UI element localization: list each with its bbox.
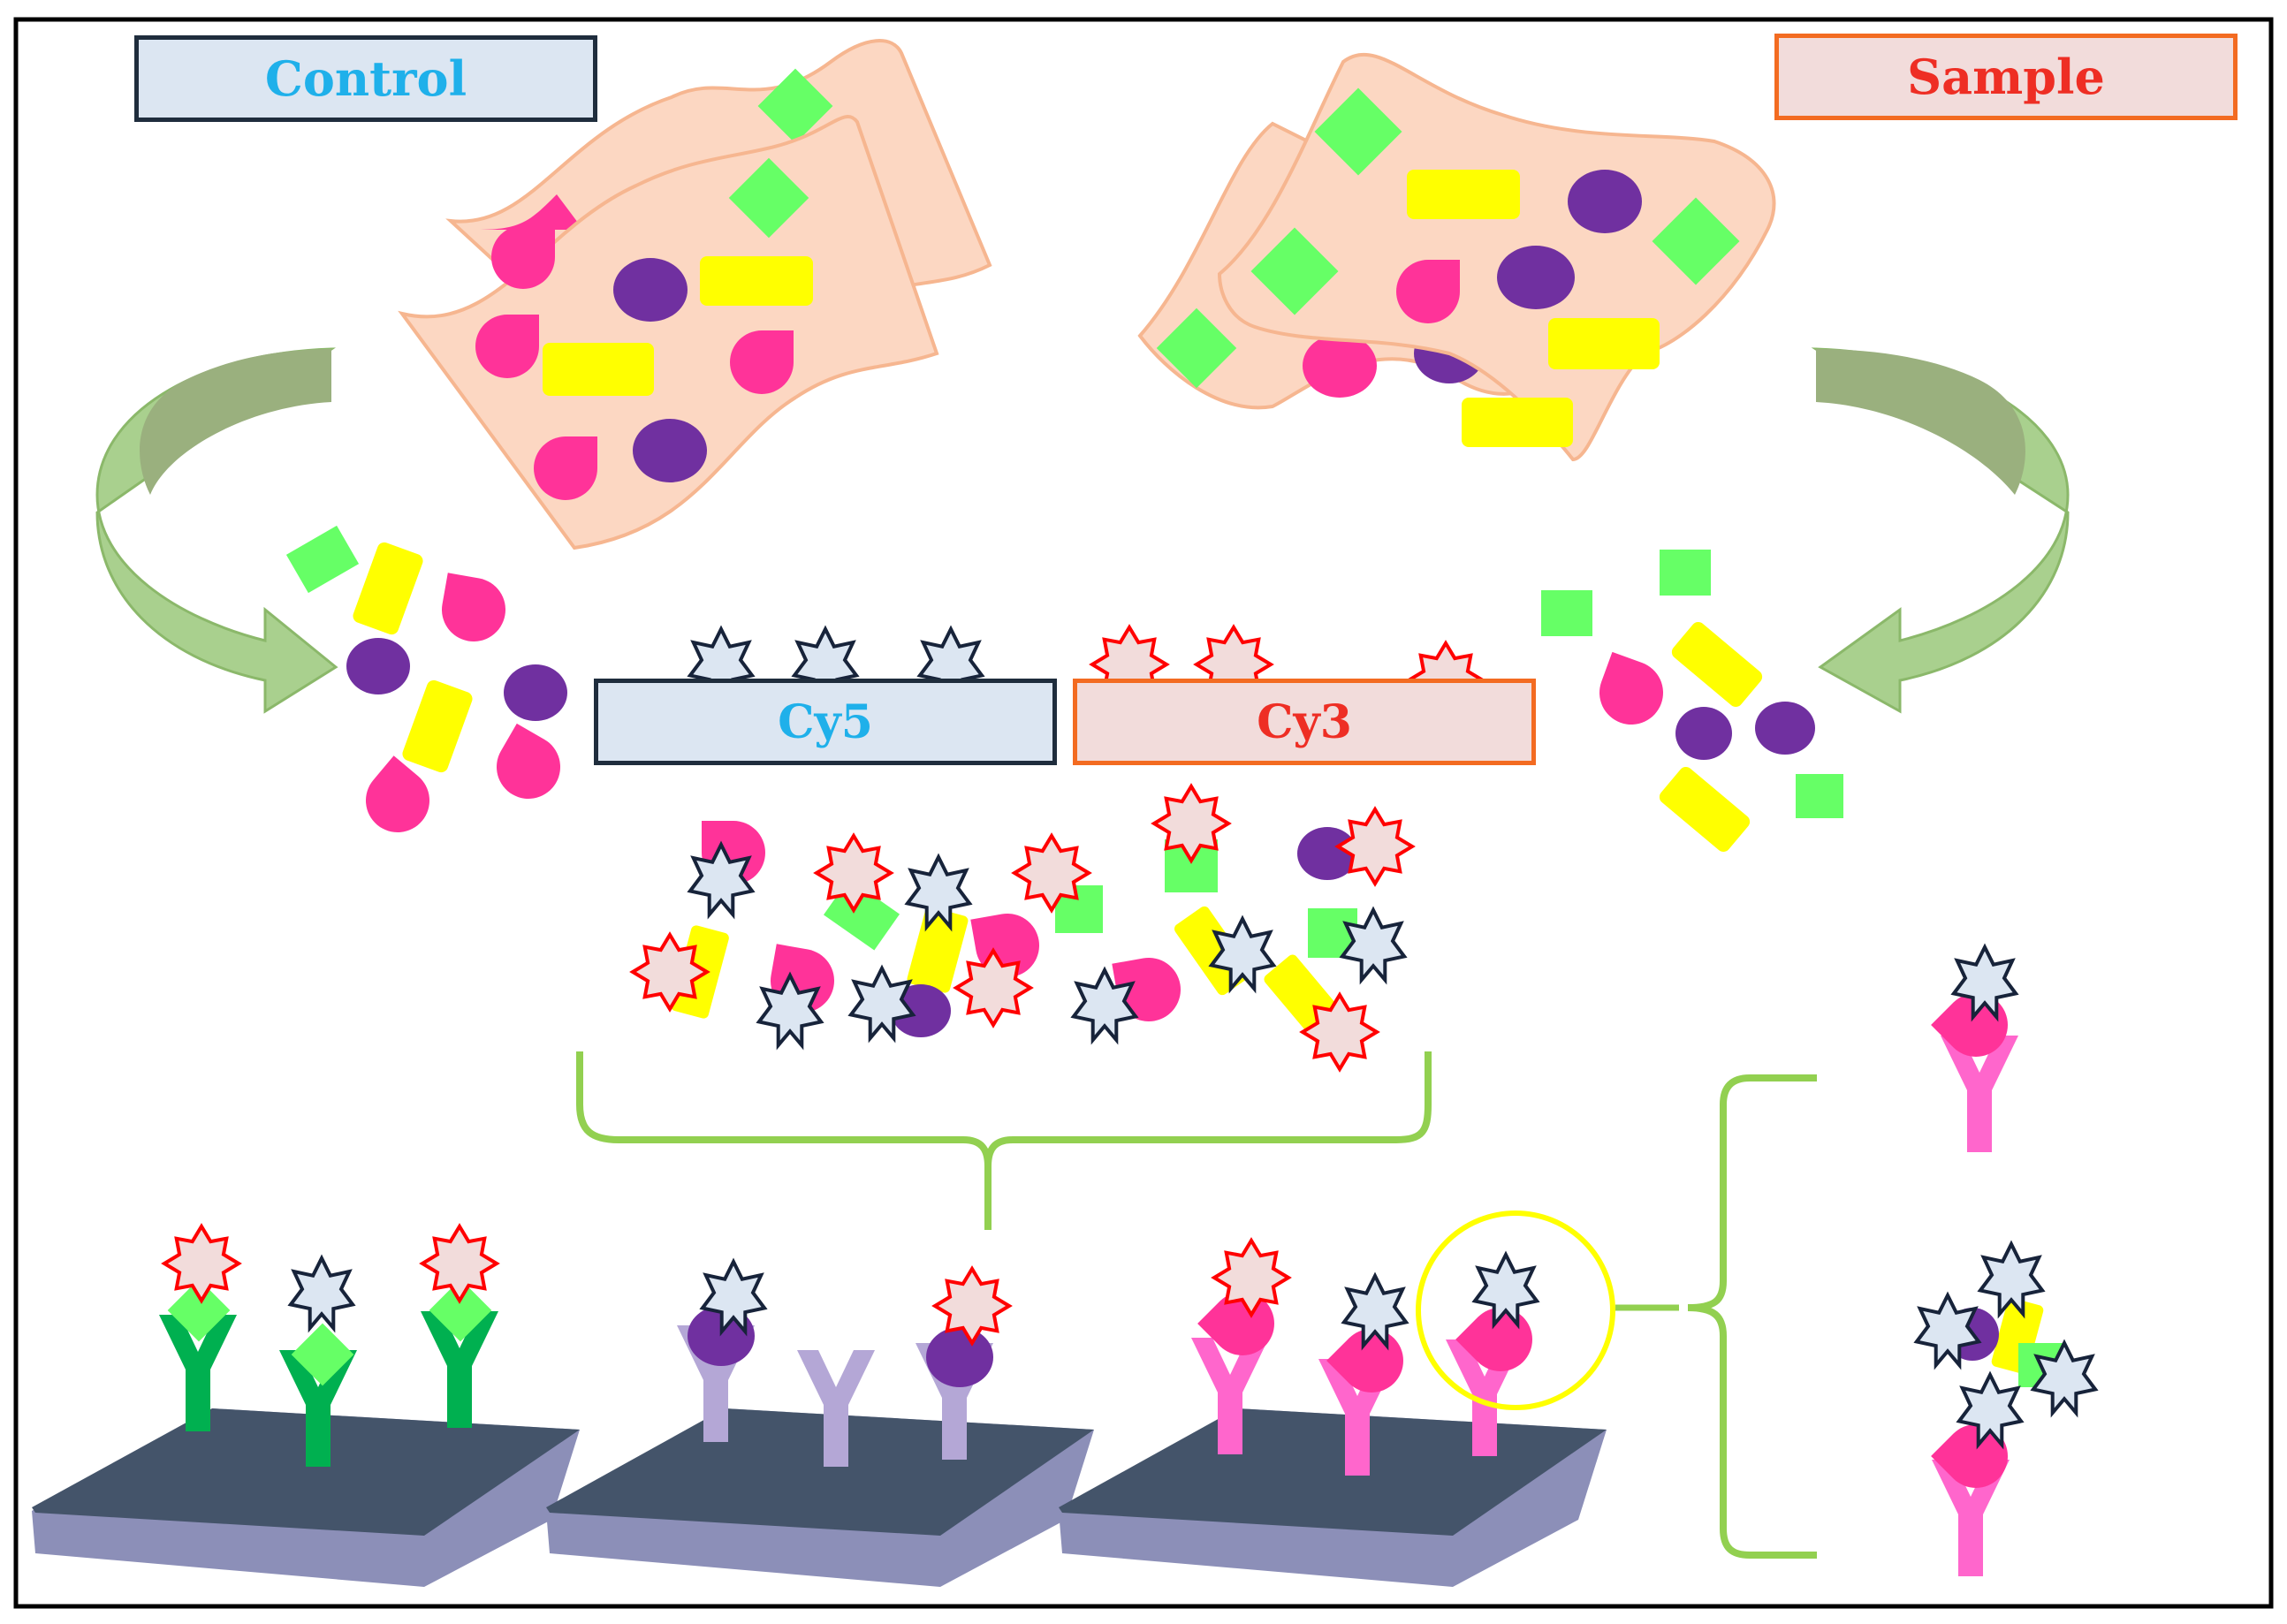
curved-arrow-icon bbox=[95, 347, 338, 714]
cy3-label: Cy3 bbox=[1073, 679, 1536, 765]
sample-label: Sample bbox=[1774, 34, 2238, 120]
protein-shape-icon bbox=[285, 525, 573, 846]
antibody-icon bbox=[159, 1225, 498, 1467]
antibody-icon bbox=[677, 1260, 1011, 1467]
microarray-slide-icon bbox=[546, 1408, 1094, 1587]
microarray-slide-icon bbox=[1059, 1408, 1607, 1587]
protein-shape-icon bbox=[1541, 550, 1843, 853]
labeled-protein-mixture bbox=[631, 785, 1414, 1071]
brace-icon bbox=[576, 1051, 1432, 1230]
tissue-sample-icon bbox=[1137, 52, 1776, 462]
outer-frame bbox=[13, 17, 2274, 1609]
brace-icon bbox=[1687, 1074, 1817, 1559]
cy5-label: Cy5 bbox=[594, 679, 1057, 765]
cross-reactive-complex-example bbox=[1914, 1242, 2098, 1576]
control-label: Control bbox=[134, 35, 597, 122]
highlight-circle-icon bbox=[1416, 1210, 1615, 1410]
specific-binding-example bbox=[1931, 945, 2021, 1152]
curved-arrow-icon bbox=[1811, 347, 2070, 714]
microarray-slide-icon bbox=[32, 1408, 580, 1587]
tissue-sample-icon bbox=[398, 39, 992, 550]
